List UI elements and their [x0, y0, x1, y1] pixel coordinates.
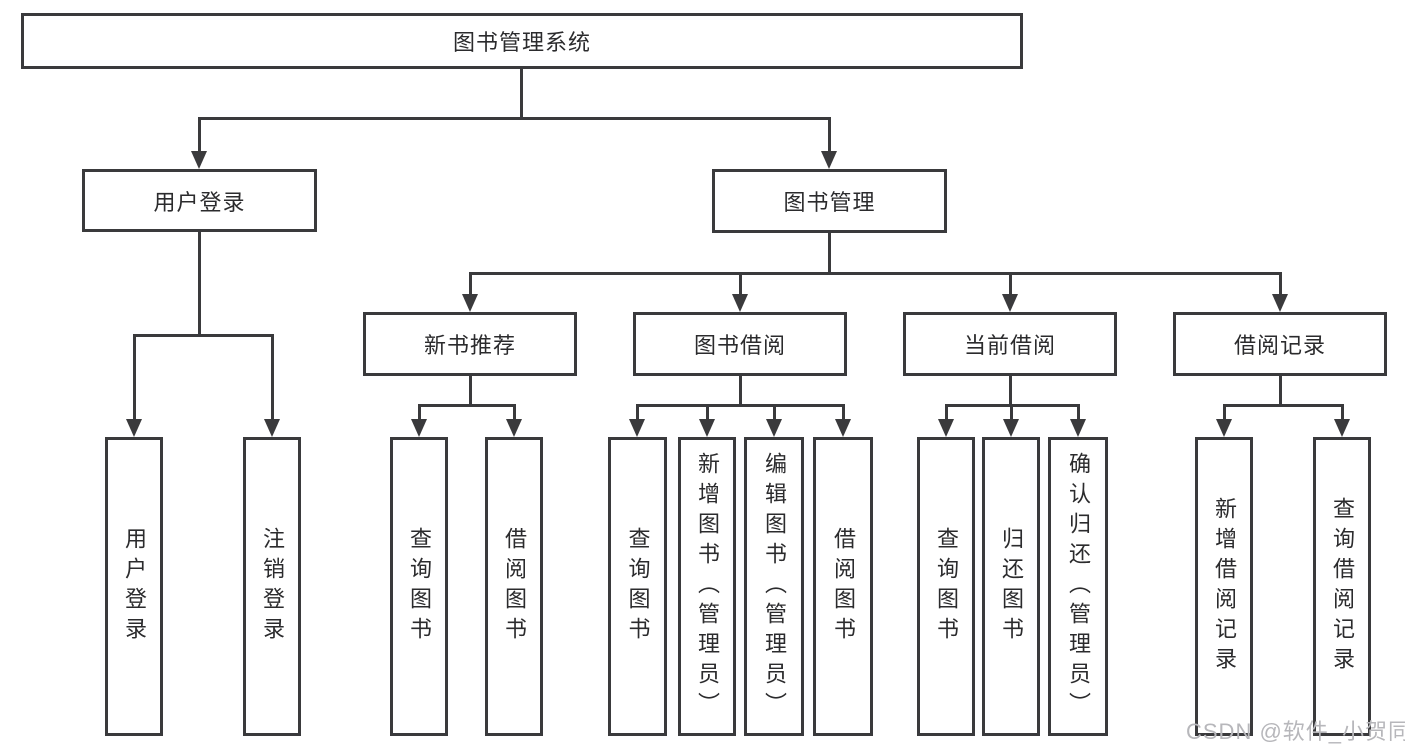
leaf-query-books-borrow: 查询图书 [608, 437, 667, 736]
arrowhead-leaf4 [506, 419, 522, 437]
leaf-add-books-admin-label: 新增图书（管理员） [695, 451, 720, 722]
leaf-logout-label: 注销登录 [260, 526, 285, 647]
node-new-book-recommend: 新书推荐 [363, 312, 577, 376]
leaf-user-login-label: 用户登录 [122, 526, 147, 647]
connector-drop-leaf9 [945, 404, 948, 421]
arrowhead-borrow-records [1272, 294, 1288, 312]
leaf-query-books-borrow-label: 查询图书 [625, 526, 651, 647]
arrowhead-book-management [821, 151, 837, 169]
node-borrow-records: 借阅记录 [1173, 312, 1387, 376]
node-book-management-label: 图书管理 [783, 190, 876, 215]
node-book-borrow: 图书借阅 [633, 312, 847, 376]
connector-drop-leaf13 [1341, 404, 1344, 421]
connector-drop-leaf4 [513, 404, 516, 421]
arrowhead-leaf13 [1334, 419, 1350, 437]
leaf-edit-books-admin-label: 编辑图书（管理员） [762, 451, 787, 722]
node-user-login-label: 用户登录 [153, 189, 246, 215]
arrowhead-leaf7 [766, 419, 782, 437]
connector-drop-leaf3 [418, 404, 421, 421]
connector-drop-leaf-logout [271, 334, 274, 421]
watermark-text: CSDN @软件_小贺同学 [1186, 719, 1405, 744]
leaf-query-books-recommend-label: 查询图书 [407, 526, 432, 647]
node-borrow-records-label: 借阅记录 [1233, 333, 1326, 358]
connector-current-borrow-stem [1009, 376, 1012, 407]
connector-user-login-stem [198, 232, 201, 335]
arrowhead-leaf3 [411, 419, 427, 437]
leaf-add-books-admin: 新增图书（管理员） [678, 437, 736, 736]
connector-new-book-stem [469, 376, 472, 407]
leaf-confirm-return-admin: 确认归还（管理员） [1048, 437, 1108, 736]
leaf-query-books-recommend: 查询图书 [390, 437, 448, 736]
node-root: 图书管理系统 [21, 13, 1023, 69]
leaf-return-books-label: 归还图书 [999, 526, 1024, 647]
connector-drop-leaf11 [1077, 404, 1080, 421]
leaf-query-borrow-record: 查询借阅记录 [1313, 437, 1371, 736]
node-user-login: 用户登录 [82, 169, 317, 232]
connector-borrow-records-stem [1279, 376, 1282, 407]
connector-drop-leaf7 [773, 404, 776, 421]
arrowhead-current-borrow [1002, 294, 1018, 312]
node-current-borrow-label: 当前借阅 [963, 333, 1056, 358]
connector-drop-leaf10 [1010, 404, 1013, 421]
connector-user-login-bar [133, 334, 273, 337]
leaf-borrow-books: 借阅图书 [813, 437, 873, 736]
node-book-management: 图书管理 [712, 169, 947, 233]
connector-book-mgmt-bar [469, 272, 1282, 275]
connector-drop-book-borrow [739, 272, 742, 296]
connector-drop-leaf8 [842, 404, 845, 421]
connector-borrow-records-bar [1223, 404, 1344, 407]
connector-drop-new-book [469, 272, 472, 296]
arrowhead-leaf8 [835, 419, 851, 437]
connector-drop-leaf6 [706, 404, 709, 421]
connector-root-stem [520, 69, 523, 118]
arrowhead-book-borrow [732, 294, 748, 312]
connector-root-bar [198, 117, 831, 120]
leaf-query-books-current: 查询图书 [917, 437, 975, 736]
leaf-add-borrow-record-label: 新增借阅记录 [1212, 496, 1237, 677]
arrowhead-new-book [462, 294, 478, 312]
node-new-book-recommend-label: 新书推荐 [423, 333, 516, 358]
leaf-borrow-books-recommend: 借阅图书 [485, 437, 543, 736]
connector-drop-user-login [198, 117, 201, 153]
arrowhead-leaf12 [1216, 419, 1232, 437]
leaf-logout: 注销登录 [243, 437, 301, 736]
node-book-borrow-label: 图书借阅 [693, 333, 786, 358]
connector-drop-current-borrow [1009, 272, 1012, 296]
leaf-query-borrow-record-label: 查询借阅记录 [1330, 496, 1355, 677]
arrowhead-user-login [191, 151, 207, 169]
connector-book-borrow-stem [739, 376, 742, 407]
arrowhead-leaf5 [629, 419, 645, 437]
connector-drop-borrow-records [1279, 272, 1282, 296]
leaf-edit-books-admin: 编辑图书（管理员） [744, 437, 804, 736]
arrowhead-leaf10 [1003, 419, 1019, 437]
leaf-borrow-books-recommend-label: 借阅图书 [502, 526, 527, 647]
arrowhead-leaf6 [699, 419, 715, 437]
arrowhead-leaf-login [126, 419, 142, 437]
leaf-return-books: 归还图书 [982, 437, 1040, 736]
leaf-confirm-return-admin-label: 确认归还（管理员） [1066, 451, 1091, 722]
leaf-user-login: 用户登录 [105, 437, 163, 736]
connector-drop-leaf5 [636, 404, 639, 421]
connector-drop-book-management [828, 117, 831, 153]
connector-book-mgmt-stem [828, 233, 831, 274]
node-root-label: 图书管理系统 [452, 30, 591, 55]
arrowhead-leaf11 [1070, 419, 1086, 437]
leaf-borrow-books-label: 借阅图书 [831, 526, 856, 647]
leaf-query-books-current-label: 查询图书 [934, 526, 959, 647]
connector-new-book-bar [418, 404, 516, 407]
node-current-borrow: 当前借阅 [903, 312, 1117, 376]
arrowhead-leaf-logout [264, 419, 280, 437]
leaf-add-borrow-record: 新增借阅记录 [1195, 437, 1253, 736]
connector-book-borrow-bar [636, 404, 845, 407]
connector-drop-leaf-login [133, 334, 136, 421]
connector-drop-leaf12 [1223, 404, 1226, 421]
arrowhead-leaf9 [938, 419, 954, 437]
